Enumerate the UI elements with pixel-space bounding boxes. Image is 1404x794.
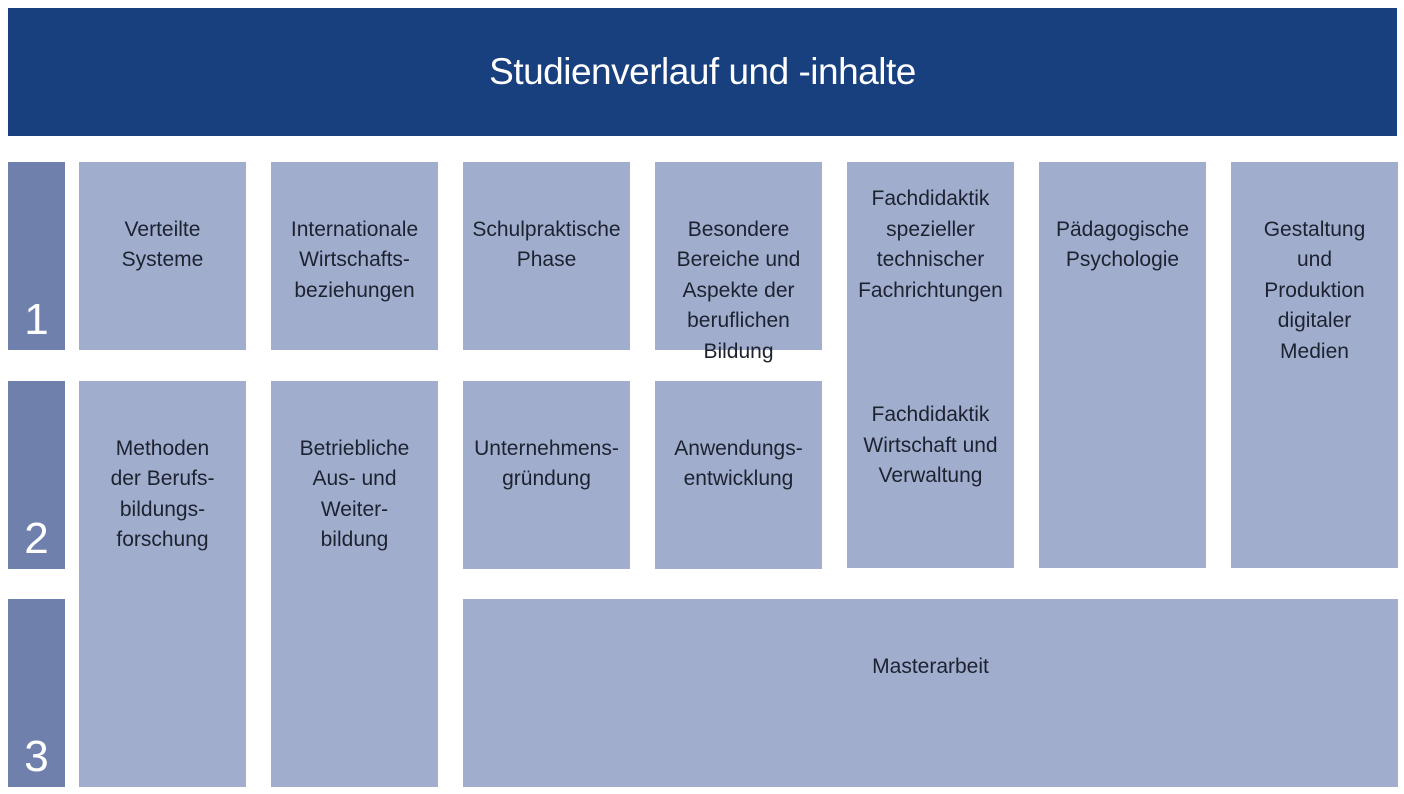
module-methoden-berufsbildungsforschung: Methoden der Berufs- bildungs- forschung <box>79 381 246 787</box>
module-besondere-bereiche: Besondere Bereiche und Aspekte der beruf… <box>655 162 822 363</box>
module-paedagogische-psychologie: Pädagogische Psychologie <box>1039 162 1206 568</box>
page-title: Studienverlauf und -inhalte <box>8 8 1397 136</box>
module-label: Gestaltung und Produktion digitaler Medi… <box>1263 217 1366 363</box>
semester-3-number: 3 <box>24 732 49 781</box>
module-label: Methoden der Berufs- bildungs- forschung <box>110 436 215 552</box>
semester-1-number: 1 <box>24 295 49 344</box>
module-label: Anwendungs- entwicklung <box>674 436 803 491</box>
module-label: Schulpraktische Phase <box>472 217 621 272</box>
module-unternehmensgruendung: Unternehmens- gründung <box>463 381 630 569</box>
module-internationale-wirtschaftsbeziehungen: Internationale Wirtschafts- beziehungen <box>271 162 438 350</box>
module-betriebliche-weiterbildung: Betriebliche Aus- und Weiter- bildung <box>271 381 438 787</box>
module-schulpraktische-phase: Schulpraktische Phase <box>463 162 630 350</box>
semester-1-marker: 1 <box>8 162 65 350</box>
semester-2-number: 2 <box>24 514 49 563</box>
module-fachdidaktik-technisch: Fachdidaktik spezieller technischer Fach… <box>858 187 1003 302</box>
module-label: Pädagogische Psychologie <box>1055 217 1190 272</box>
module-label: Internationale Wirtschafts- beziehungen <box>290 217 419 302</box>
module-gestaltung-medien: Gestaltung und Produktion digitaler Medi… <box>1231 162 1398 568</box>
module-label: Besondere Bereiche und Aspekte der beruf… <box>676 217 801 363</box>
module-anwendungsentwicklung: Anwendungs- entwicklung <box>655 381 822 569</box>
module-fachdidaktik-wirtschaft: Fachdidaktik Wirtschaft und Verwaltung <box>863 403 998 487</box>
module-label: Betriebliche Aus- und Weiter- bildung <box>299 436 410 552</box>
module-label: Masterarbeit <box>872 654 989 678</box>
module-label: Verteilte Systeme <box>121 217 204 272</box>
module-verteilte-systeme: Verteilte Systeme <box>79 162 246 350</box>
semester-2-marker: 2 <box>8 381 65 569</box>
module-masterarbeit: Masterarbeit <box>463 599 1398 787</box>
semester-3-marker: 3 <box>8 599 65 787</box>
module-fachdidaktik-column: Fachdidaktik spezieller technischer Fach… <box>847 162 1014 568</box>
module-label: Unternehmens- gründung <box>474 436 619 491</box>
